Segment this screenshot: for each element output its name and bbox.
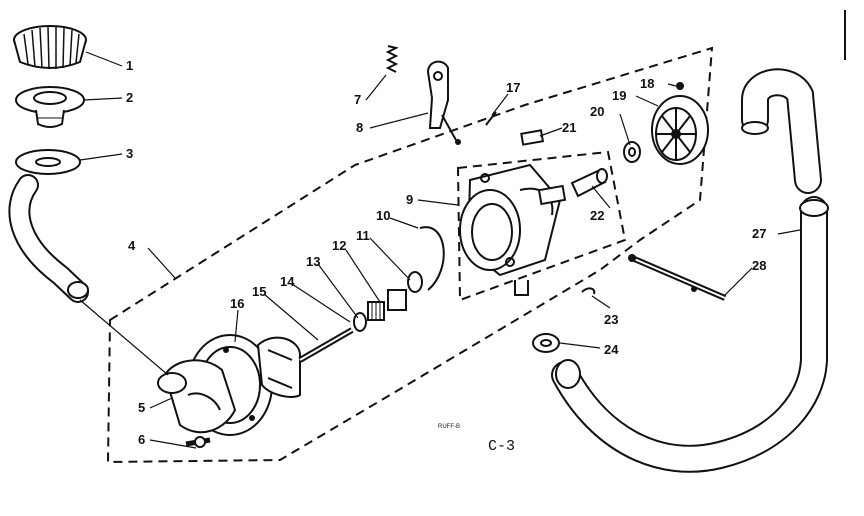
part-14-shaft bbox=[298, 327, 354, 363]
part-labels: 1 2 3 4 5 6 7 8 9 10 11 12 13 14 15 16 1… bbox=[126, 58, 766, 447]
part-8-lever bbox=[426, 60, 461, 145]
part-6-bolt bbox=[185, 436, 211, 448]
label-27: 27 bbox=[752, 226, 766, 241]
label-11: 11 bbox=[356, 228, 370, 243]
label-15: 15 bbox=[252, 284, 266, 299]
label-4: 4 bbox=[128, 238, 136, 253]
label-8: 8 bbox=[356, 120, 363, 135]
part-3-gasket bbox=[15, 149, 81, 175]
part-28-rod bbox=[628, 254, 727, 301]
small-code: RUFF-B bbox=[438, 424, 460, 430]
part-19-pulley bbox=[651, 95, 709, 165]
label-20: 20 bbox=[590, 104, 604, 119]
part-27-outlet-hose bbox=[551, 196, 829, 473]
part-22-sleeve bbox=[570, 168, 608, 198]
label-14: 14 bbox=[280, 274, 295, 289]
label-5: 5 bbox=[138, 400, 145, 415]
label-18: 18 bbox=[640, 76, 654, 91]
part-1-strainer-basket bbox=[13, 25, 87, 70]
label-22: 22 bbox=[590, 208, 604, 223]
drain-hose bbox=[8, 174, 89, 303]
leader-lines bbox=[79, 51, 801, 449]
label-16: 16 bbox=[230, 296, 244, 311]
label-21: 21 bbox=[562, 120, 576, 135]
part-9-pump-housing bbox=[459, 163, 567, 296]
part-24-hose-clamp bbox=[532, 333, 560, 353]
figure-code: C-3 bbox=[488, 438, 515, 455]
part-11-o-ring bbox=[407, 271, 423, 293]
part-12-spring-seal bbox=[367, 289, 407, 321]
label-24: 24 bbox=[604, 342, 619, 357]
label-23: 23 bbox=[604, 312, 618, 327]
part-18-screw bbox=[676, 82, 684, 90]
housing-subassembly-boundary bbox=[456, 150, 627, 302]
part-2-drain-flange bbox=[15, 86, 85, 128]
label-17: 17 bbox=[506, 80, 520, 95]
label-1: 1 bbox=[126, 58, 133, 73]
part-20-washer bbox=[623, 141, 641, 163]
label-2: 2 bbox=[126, 90, 133, 105]
part-17-pin bbox=[485, 111, 497, 126]
label-3: 3 bbox=[126, 146, 133, 161]
label-6: 6 bbox=[138, 432, 145, 447]
part-7-spring bbox=[385, 45, 399, 73]
label-19: 19 bbox=[612, 88, 626, 103]
label-9: 9 bbox=[406, 192, 413, 207]
label-13: 13 bbox=[306, 254, 320, 269]
part-21-key bbox=[520, 129, 545, 146]
part-15-impeller bbox=[256, 336, 301, 398]
label-28: 28 bbox=[752, 258, 766, 273]
label-10: 10 bbox=[376, 208, 390, 223]
label-12: 12 bbox=[332, 238, 346, 253]
part-5-elbow-outlet bbox=[157, 359, 237, 434]
part-10-clamp bbox=[419, 226, 445, 291]
assembly-boundary bbox=[106, 46, 714, 464]
part-27-upper-hose bbox=[741, 68, 822, 194]
label-7: 7 bbox=[354, 92, 361, 107]
part-23-clip bbox=[581, 287, 596, 295]
